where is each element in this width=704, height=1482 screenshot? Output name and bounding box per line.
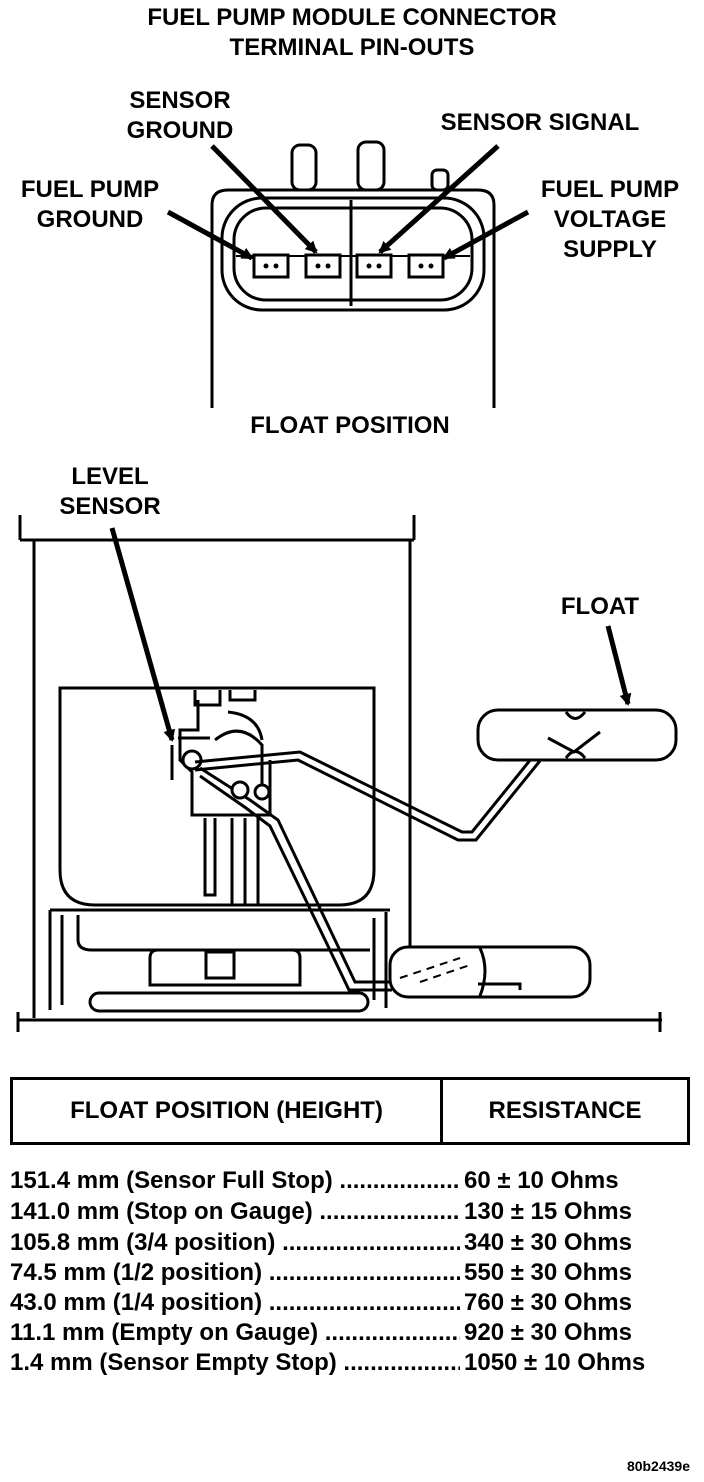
row-height: 1.4 mm (Sensor Empty Stop) (10, 1348, 460, 1378)
sensor-bracket (170, 690, 272, 905)
float-label: FLOAT (560, 593, 640, 620)
table-row: 141.0 mm (Stop on Gauge) 130 ± 15 Ohms (0, 1197, 704, 1227)
row-resistance: 130 ± 15 Ohms (462, 1197, 694, 1227)
sensor-signal-label: SENSOR SIGNAL (440, 109, 640, 136)
row-height: 74.5 mm (1/2 position) (10, 1258, 460, 1288)
float-position-title: FLOAT POSITION (250, 412, 450, 439)
row-resistance: 550 ± 30 Ohms (462, 1258, 694, 1288)
row-height: 141.0 mm (Stop on Gauge) (10, 1197, 460, 1227)
row-height: 43.0 mm (1/4 position) (10, 1288, 460, 1318)
table-row: 11.1 mm (Empty on Gauge) 920 ± 30 Ohms (0, 1318, 704, 1348)
tank-outline (16, 515, 662, 1032)
table-row: 74.5 mm (1/2 position) 550 ± 30 Ohms (0, 1258, 704, 1288)
title-line-1: FUEL PUMP MODULE CONNECTOR (147, 4, 557, 31)
row-height: 11.1 mm (Empty on Gauge) (10, 1318, 460, 1348)
table-row: 43.0 mm (1/4 position) 760 ± 30 Ohms (0, 1288, 704, 1318)
float-lower (388, 945, 592, 999)
header-resistance: RESISTANCE (488, 1097, 642, 1124)
fuel-pump-voltage-label-1: FUEL PUMP (540, 176, 680, 203)
table-row: 151.4 mm (Sensor Full Stop) 60 ± 10 Ohms (0, 1166, 704, 1196)
fuel-pump-voltage-label-3: SUPPLY (563, 236, 657, 263)
connector-pins (252, 253, 445, 279)
float-arm-lower (199, 766, 392, 992)
fuel-pump-ground-label-1: FUEL PUMP (20, 176, 160, 203)
sensor-ground-label-2: GROUND (126, 117, 234, 144)
level-sensor-label-1: LEVEL (71, 463, 149, 490)
pump-module (48, 686, 390, 1013)
table-row: 105.8 mm (3/4 position) 340 ± 30 Ohms (0, 1228, 704, 1258)
fuel-pump-voltage-label-2: VOLTAGE (553, 206, 667, 233)
row-resistance: 60 ± 10 Ohms (462, 1166, 694, 1196)
figure-id: 80b2439e (626, 1458, 690, 1474)
title-line-2: TERMINAL PIN-OUTS (229, 34, 475, 61)
row-resistance: 760 ± 30 Ohms (462, 1288, 694, 1318)
table-row: 1.4 mm (Sensor Empty Stop) 1050 ± 10 Ohm… (0, 1348, 704, 1378)
row-resistance: 1050 ± 10 Ohms (462, 1348, 694, 1378)
header-float-position: FLOAT POSITION (HEIGHT) (13, 1080, 443, 1142)
fuel-pump-ground-label-2: GROUND (36, 206, 144, 233)
row-resistance: 340 ± 30 Ohms (462, 1228, 694, 1258)
row-height: 105.8 mm (3/4 position) (10, 1228, 460, 1258)
level-sensor-label-2: SENSOR (59, 493, 161, 520)
resistance-table-header: FLOAT POSITION (HEIGHT) RESISTANCE (10, 1077, 690, 1145)
row-resistance: 920 ± 30 Ohms (462, 1318, 694, 1348)
row-height: 151.4 mm (Sensor Full Stop) (10, 1166, 460, 1196)
diagram-art (16, 140, 678, 1032)
float-upper (476, 708, 678, 762)
sensor-ground-label-1: SENSOR (129, 87, 231, 114)
